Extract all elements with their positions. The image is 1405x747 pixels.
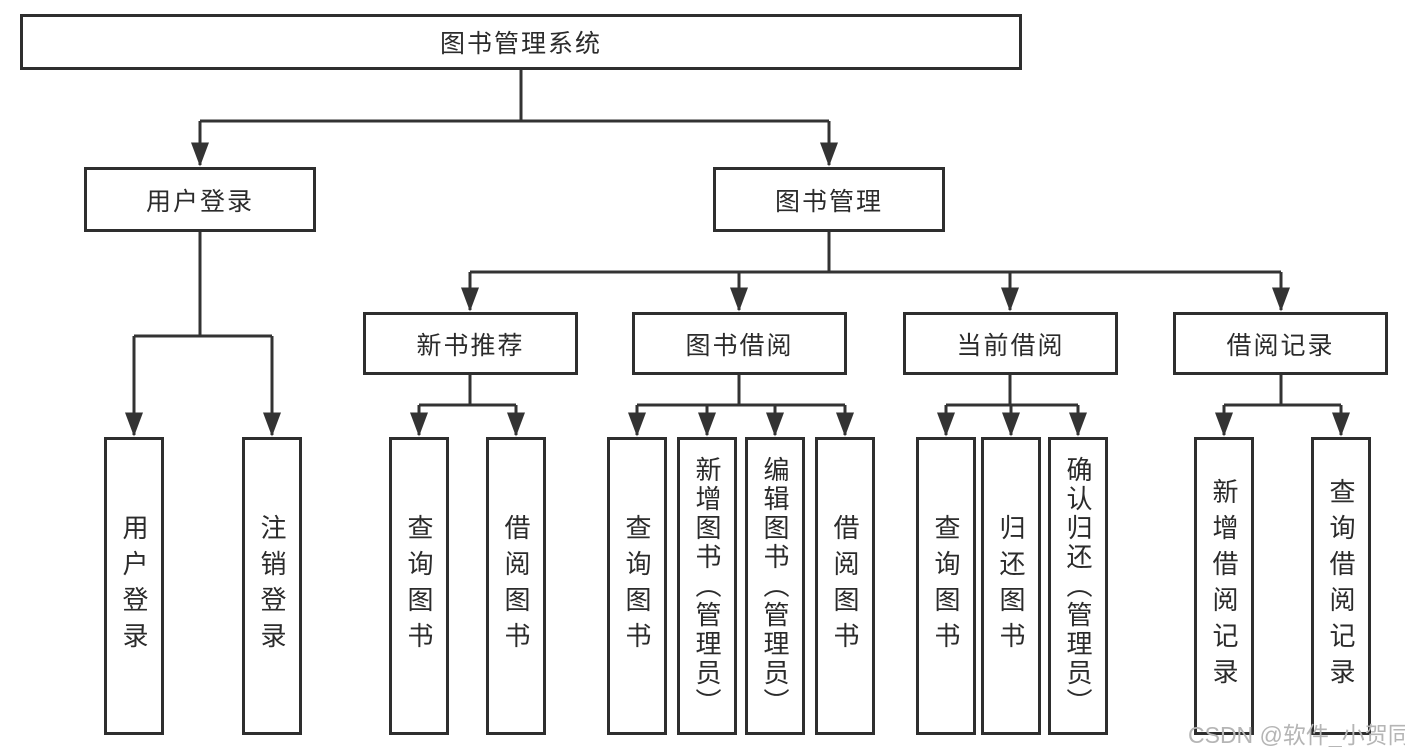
- leaf-add-books-admin-label: 新增图书（管理员）: [692, 455, 722, 717]
- connector-root-to-level2: [191, 69, 838, 167]
- leaf-add-borrow-record-label: 新增借阅记录: [1209, 478, 1239, 694]
- node-current-borrowing: 当前借阅: [903, 312, 1118, 375]
- leaf-query-books-current-label: 查询图书: [931, 514, 961, 658]
- node-borrowing-records-label: 借阅记录: [1226, 331, 1335, 360]
- leaf-logout-label: 注销登录: [257, 514, 287, 658]
- watermark: CSDN @软件_小贺同学: [1188, 722, 1405, 747]
- leaf-edit-books-admin-label: 编辑图书（管理员）: [760, 455, 790, 717]
- connector-borrow-records-children: [1215, 375, 1350, 437]
- leaf-borrow-books: 借阅图书: [815, 437, 875, 735]
- leaf-logout: 注销登录: [242, 437, 302, 735]
- leaf-return-books: 归还图书: [981, 437, 1041, 735]
- node-user-login: 用户登录: [84, 167, 316, 232]
- leaf-edit-books-admin: 编辑图书（管理员）: [745, 437, 805, 735]
- leaf-add-books-admin: 新增图书（管理员）: [677, 437, 737, 735]
- connector-user-login-children: [125, 232, 281, 437]
- node-root: 图书管理系统: [20, 14, 1022, 70]
- leaf-borrow-books-label: 借阅图书: [830, 514, 860, 658]
- leaf-return-books-label: 归还图书: [996, 514, 1026, 658]
- connector-new-book-children: [410, 375, 525, 437]
- node-root-label: 图书管理系统: [439, 30, 602, 58]
- node-book-borrowing-label: 图书借阅: [685, 331, 794, 360]
- node-book-management-label: 图书管理: [774, 187, 883, 216]
- leaf-query-books-borrow-label: 查询图书: [622, 514, 652, 658]
- node-new-book-recommendation-label: 新书推荐: [416, 331, 525, 360]
- leaf-confirm-return-admin: 确认归还（管理员）: [1048, 437, 1108, 735]
- leaf-user-login: 用户登录: [104, 437, 164, 735]
- leaf-confirm-return-admin-label: 确认归还（管理员）: [1063, 455, 1093, 717]
- node-user-login-label: 用户登录: [145, 187, 254, 216]
- node-new-book-recommendation: 新书推荐: [363, 312, 578, 375]
- connector-current-borrow-children: [937, 375, 1087, 437]
- leaf-query-books-current: 查询图书: [916, 437, 976, 735]
- leaf-query-books-recommend-label: 查询图书: [404, 514, 434, 658]
- node-borrowing-records: 借阅记录: [1173, 312, 1388, 375]
- connector-book-borrow-children: [628, 375, 854, 437]
- leaf-query-borrow-record-label: 查询借阅记录: [1326, 478, 1356, 694]
- node-book-management: 图书管理: [713, 167, 945, 232]
- leaf-query-books-borrow: 查询图书: [607, 437, 667, 735]
- node-book-borrowing: 图书借阅: [632, 312, 847, 375]
- leaf-borrow-books-recommend-label: 借阅图书: [501, 514, 531, 658]
- node-current-borrowing-label: 当前借阅: [956, 331, 1065, 360]
- leaf-user-login-label: 用户登录: [119, 514, 149, 658]
- leaf-add-borrow-record: 新增借阅记录: [1194, 437, 1254, 735]
- connector-book-management-to-level3: [461, 232, 1290, 312]
- leaf-query-books-recommend: 查询图书: [389, 437, 449, 735]
- leaf-borrow-books-recommend: 借阅图书: [486, 437, 546, 735]
- leaf-query-borrow-record: 查询借阅记录: [1311, 437, 1371, 735]
